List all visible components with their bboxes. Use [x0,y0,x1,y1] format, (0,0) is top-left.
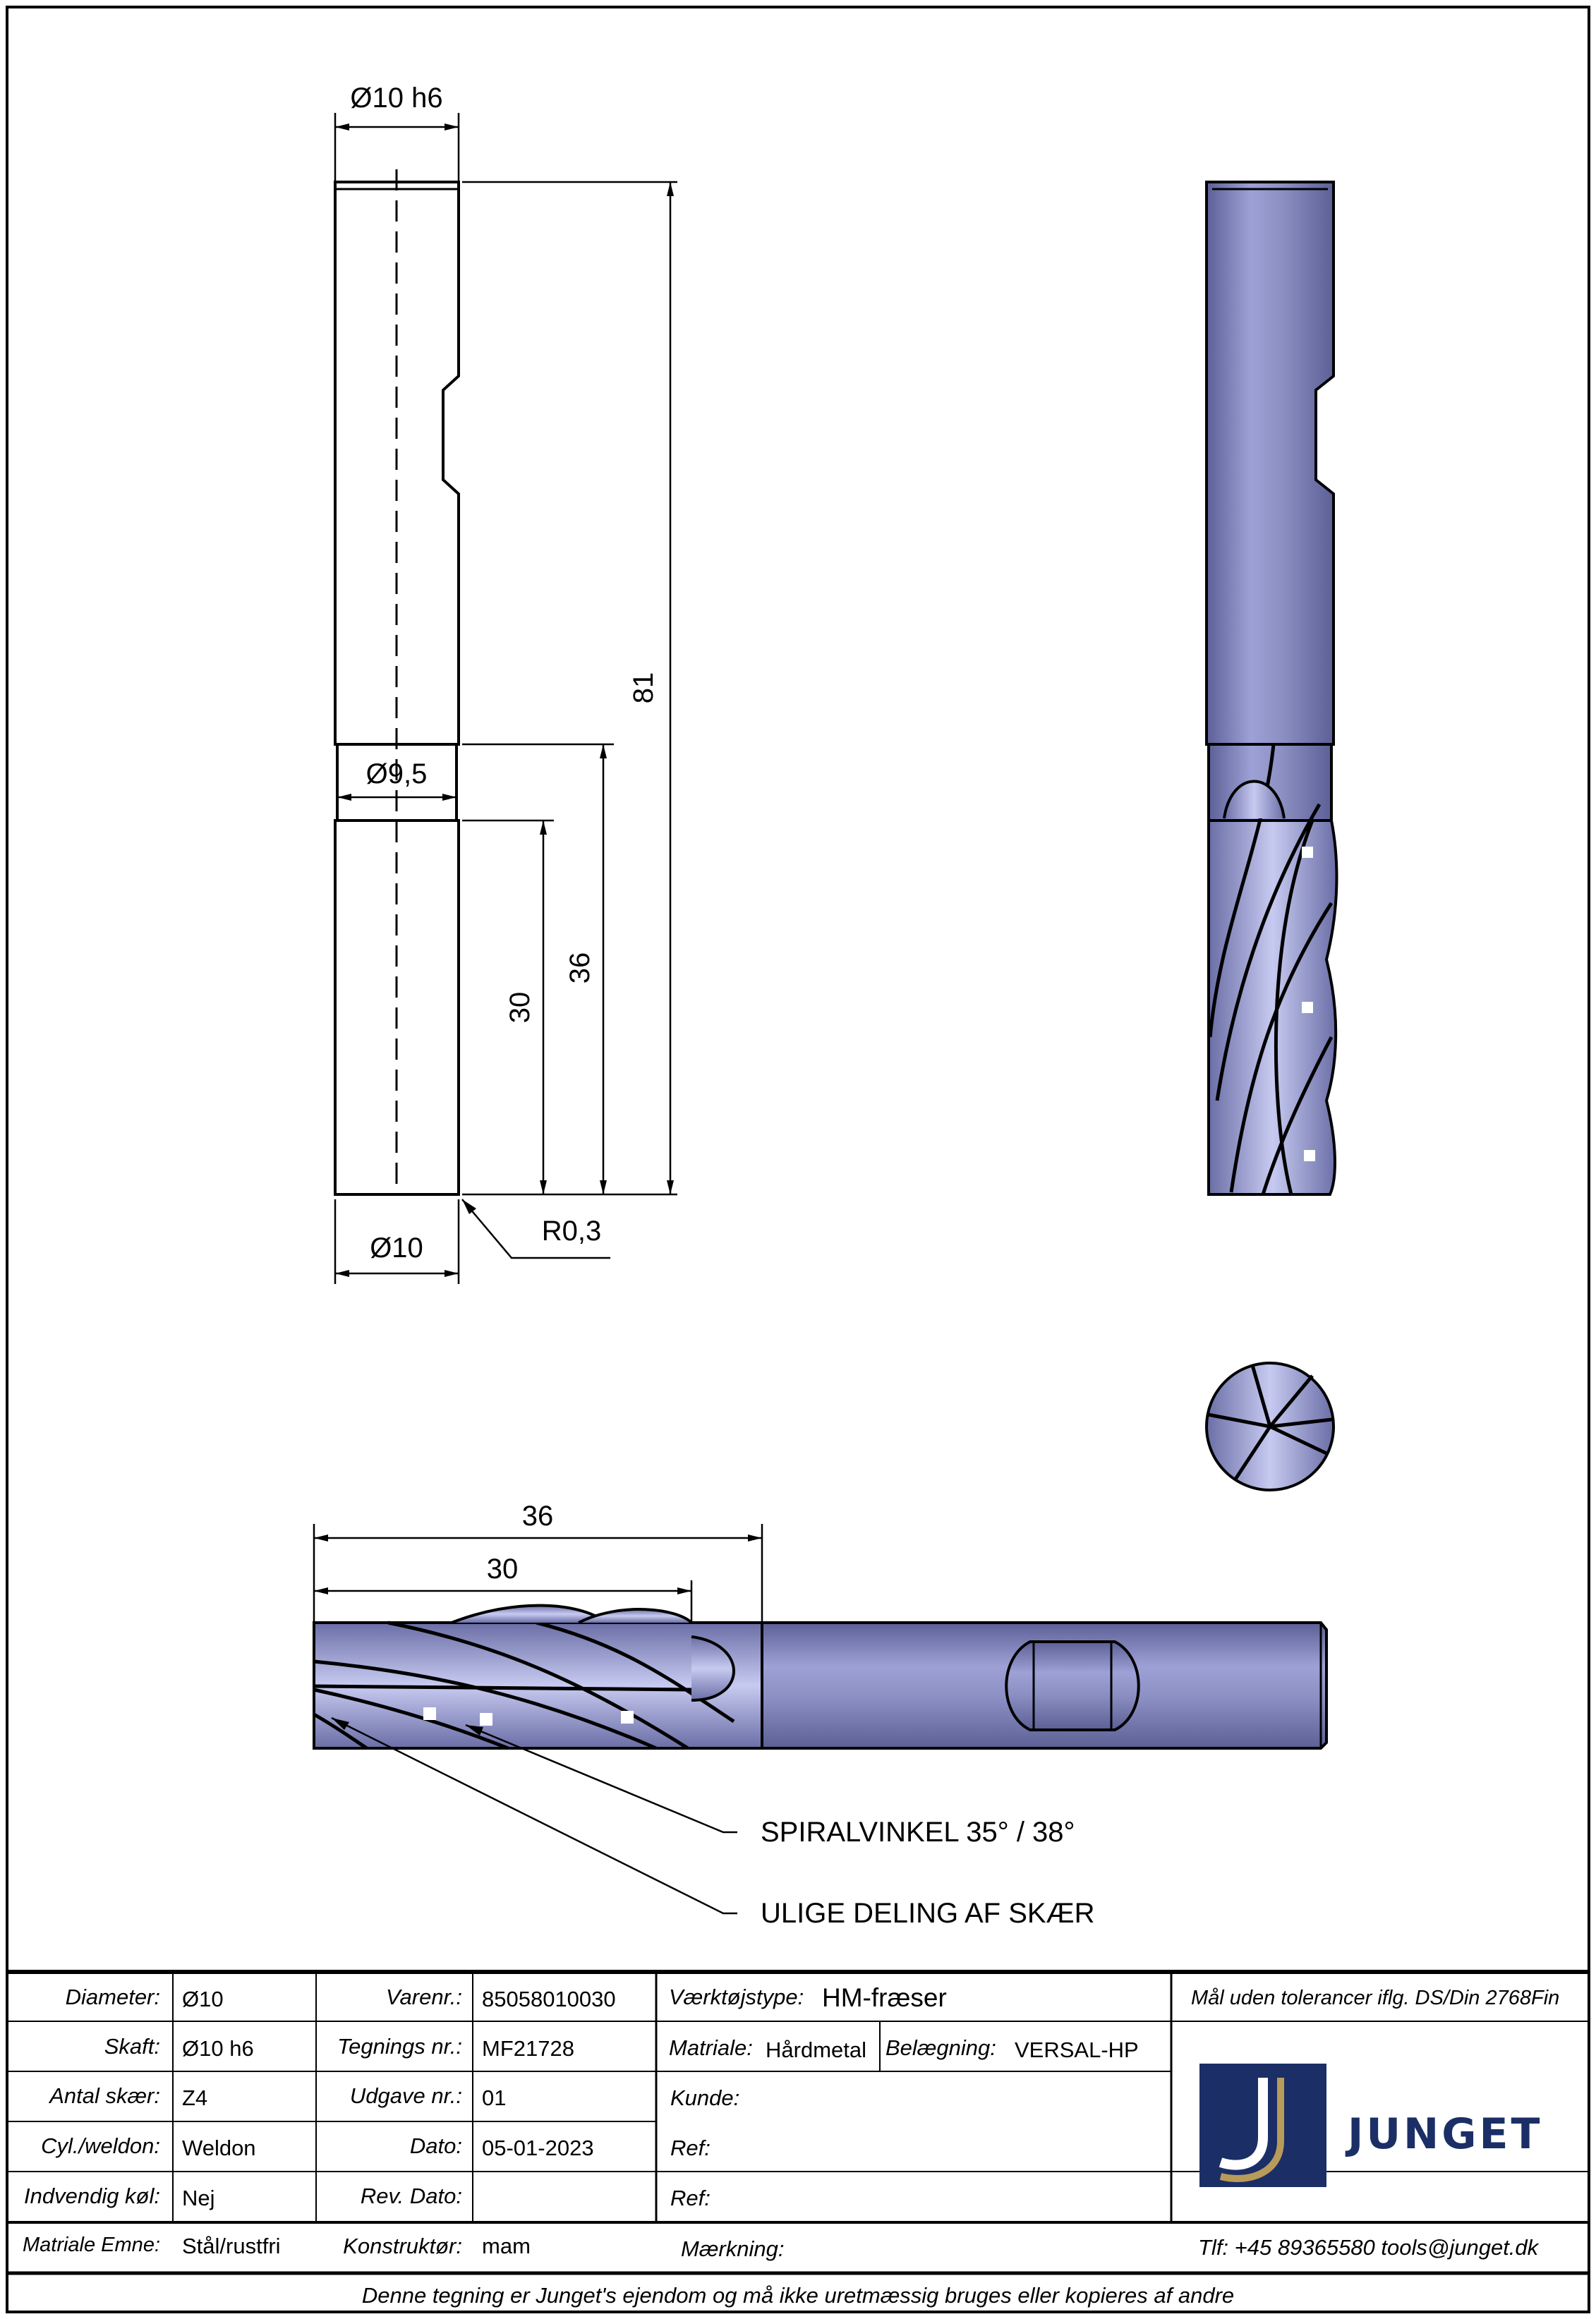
ref-label-2: Ref: [670,2186,711,2210]
antal-skaer-value: Z4 [182,2085,208,2110]
matriale-value: Hårdmetal [766,2038,866,2062]
dato-label: Dato: [409,2133,462,2158]
shaded-shank [1205,181,1335,746]
dim-side-36: 36 [522,1501,554,1532]
dim-neck-length: 36 [564,952,596,984]
skaft-value: Ø10 h6 [182,2036,254,2061]
indvendig-kol-label: Indvendig køl: [24,2184,160,2208]
note-unequal-division: ULIGE DELING AF SKÆR [761,1898,1094,1929]
weldon-flat [1005,1640,1140,1731]
dim-overall-length: 81 [628,672,659,704]
indvendig-kol-value: Nej [182,2186,215,2210]
dim-shank-diameter: Ø10 h6 [350,83,442,114]
varenr-label: Varenr.: [386,1985,462,2009]
dim-neck-diameter: Ø9,5 [366,758,428,789]
antal-skaer-label: Antal skær: [49,2083,160,2108]
varenr-value: 85058010030 [482,1987,616,2011]
title-block-grid [7,1970,1589,2275]
dato-value: 05-01-2023 [482,2136,594,2160]
vaerktojstype-label: Værktøjstype: [669,1985,804,2009]
front-view-dimensions [334,113,677,1284]
dim-cut-diameter: Ø10 [370,1233,423,1264]
skaft-label: Skaft: [104,2034,160,2059]
dim-corner-radius: R0,3 [542,1216,602,1247]
matriale-emne-value: Stål/rustfri [182,2234,281,2258]
shaded-flutes [1207,819,1338,1196]
ref-label-1: Ref: [670,2136,711,2160]
contact-info: Tlf: +45 89365580 tools@junget.dk [1198,2235,1539,2260]
tegnings-nr-value: MF21728 [482,2036,574,2061]
maerkning-label: Mærkning: [681,2236,785,2261]
cyl-weldon-value: Weldon [182,2136,256,2160]
belaegning-value: VERSAL-HP [1015,2038,1139,2062]
ownership-footer: Denne tegning er Junget's ejendom og må … [361,2283,1235,2308]
shaded-horizontal-view [313,1604,1328,1750]
tolerance-note: Mål uden tolerancer iflg. DS/Din 2768Fin [1191,1987,1560,2009]
front-view-outline [334,169,460,1196]
dim-flute-length: 30 [504,992,536,1024]
diameter-label: Diameter: [65,1985,160,2009]
dim-side-30: 30 [487,1554,519,1585]
note-helix-angle: SPIRALVINKEL 35° / 38° [761,1817,1075,1848]
cyl-weldon-label: Cyl./weldon: [41,2133,160,2158]
outer-frame [6,6,1590,2313]
tegnings-nr-label: Tegnings nr.: [337,2034,462,2059]
junget-logo-text: JUNGET [1348,2109,1543,2159]
matriale-emne-label: Matriale Emne: [22,2234,160,2256]
shaded-vertical-view [1205,181,1338,1196]
belaegning-label: Belægning: [885,2035,996,2060]
end-view [1205,1362,1335,1491]
konstruktor-label: Konstruktør: [343,2234,462,2258]
matriale-label: Matriale: [669,2035,753,2060]
konstruktor-value: mam [482,2234,531,2258]
junget-logo-mark [1199,2064,1326,2187]
diameter-value: Ø10 [182,1987,224,2011]
rev-dato-label: Rev. Dato: [360,2184,462,2208]
udgave-nr-label: Udgave nr.: [349,2083,462,2108]
kunde-label: Kunde: [670,2085,740,2110]
horizontal-view-dimensions [313,1524,763,1915]
vaerktojstype-value: HM-fræser [822,1983,947,2012]
udgave-nr-value: 01 [482,2085,507,2110]
